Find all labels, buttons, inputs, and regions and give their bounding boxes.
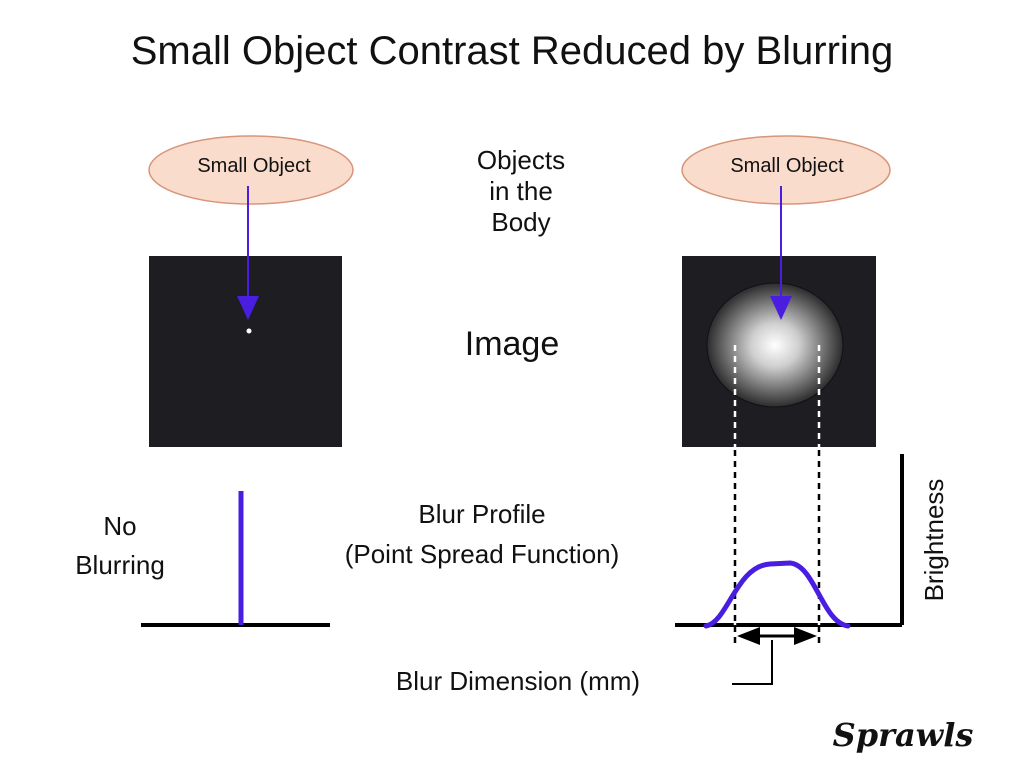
objects-label-line-3: Body: [491, 207, 550, 237]
left-object-label: Small Object: [197, 155, 311, 177]
blur-dimension-leader: [732, 640, 773, 685]
left-object-ellipse: [148, 135, 354, 205]
blur-dimension-label: Blur Dimension (mm): [396, 666, 640, 696]
objects-label-line-2: in the: [489, 176, 553, 206]
right-object-label: Small Object: [730, 155, 844, 177]
image-label: Image: [465, 325, 560, 363]
brightness-label: Brightness: [919, 479, 949, 602]
no-blurring-line-2: Blurring: [75, 550, 165, 580]
left-arrow-head: [237, 296, 259, 320]
no-blurring-line-1: No: [103, 511, 136, 541]
blur-profile-line-2: (Point Spread Function): [345, 539, 620, 569]
left-point-image: [246, 328, 252, 334]
left-image-panel: [149, 256, 342, 447]
blur-profile-line-1: Blur Profile: [418, 499, 545, 529]
psf-curve: [703, 560, 851, 629]
page-title: Small Object Contrast Reduced by Blurrin…: [131, 29, 894, 73]
blur-dimension-arrow-right: [794, 627, 817, 645]
blur-dimension-arrow-left: [737, 627, 760, 645]
right-blurred-image: [706, 282, 844, 408]
right-arrow-head: [770, 296, 792, 320]
signature: Sprawls: [833, 716, 974, 754]
right-object-ellipse: [681, 135, 891, 205]
objects-label-line-1: Objects: [477, 145, 565, 175]
